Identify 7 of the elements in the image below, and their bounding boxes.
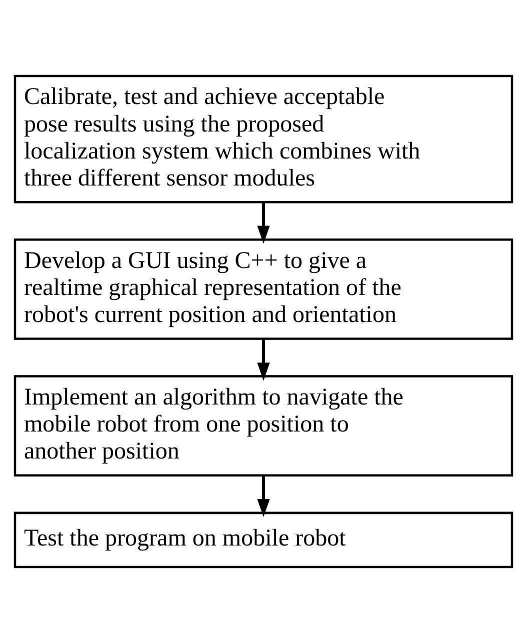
node-box: Implement an algorithm to navigate the mobile robot from one position to another position xyxy=(13,374,513,476)
arrow xyxy=(256,202,270,244)
arrow xyxy=(256,475,270,517)
node-box: Develop a GUI using C++ to give a realtime graphical representation of the robot's current position and orientation xyxy=(13,238,513,340)
arrow xyxy=(256,338,270,380)
node-box: Test the program on mobile robot xyxy=(13,511,513,568)
node-box: Calibrate, test and achieve acceptable pose results using the proposed localization system which combines with three different sensor modules xyxy=(13,74,513,203)
